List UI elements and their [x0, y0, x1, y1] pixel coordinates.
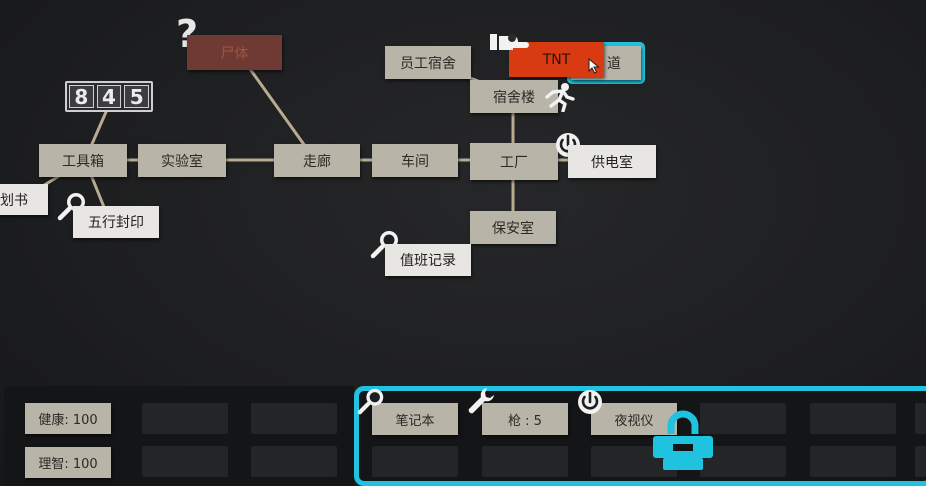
code-lock-counter[interactable]: 8 4 5	[65, 81, 153, 112]
power-icon	[575, 386, 605, 416]
health-stat: 健康: 100	[25, 403, 111, 434]
empty-slot	[810, 403, 896, 434]
hand-icon	[488, 30, 530, 56]
node-security-room[interactable]: 保安室	[470, 211, 556, 244]
empty-slot	[251, 403, 337, 434]
node-corpse[interactable]: 尸体	[187, 35, 282, 70]
magnifier-icon	[357, 386, 387, 416]
node-dorm-building[interactable]: 宿舍楼	[470, 80, 558, 113]
empty-slot	[915, 446, 926, 477]
node-workshop[interactable]: 车间	[372, 144, 458, 177]
code-digit-2: 4	[96, 85, 122, 109]
node-five-elements-seal[interactable]: 五行封印	[73, 206, 159, 238]
empty-slot	[700, 403, 786, 434]
node-duty-log[interactable]: 值班记录	[385, 244, 471, 276]
wrench-icon	[465, 385, 497, 417]
code-digit-1: 8	[69, 85, 94, 109]
empty-slot	[482, 446, 568, 477]
empty-slot	[372, 446, 458, 477]
node-toolbox[interactable]: 工具箱	[39, 144, 127, 177]
item-gun[interactable]: 枪 : 5	[482, 403, 568, 435]
running-man-icon	[541, 82, 577, 112]
node-lab[interactable]: 实验室	[138, 144, 226, 177]
rope-corridor-corpse	[238, 53, 317, 162]
node-corridor[interactable]: 走廊	[274, 144, 360, 177]
tnt-card[interactable]: TNT	[509, 42, 604, 77]
empty-slot	[915, 403, 926, 434]
node-plan[interactable]: 划书	[0, 184, 48, 215]
empty-slot	[700, 446, 786, 477]
sanity-stat: 理智: 100	[25, 447, 111, 478]
item-night-vision[interactable]: 夜视仪	[591, 403, 677, 435]
node-factory[interactable]: 工厂	[470, 143, 558, 180]
empty-slot	[142, 446, 228, 477]
empty-slot	[251, 446, 337, 477]
code-digit-3: 5	[124, 85, 150, 109]
node-power-room[interactable]: 供电室	[568, 145, 656, 178]
empty-slot	[142, 403, 228, 434]
cursor-icon	[588, 57, 600, 78]
empty-slot	[810, 446, 896, 477]
item-notebook[interactable]: 笔记本	[372, 403, 458, 435]
node-staff-dorm[interactable]: 员工宿舍	[385, 46, 471, 79]
lock-icon[interactable]	[651, 410, 715, 472]
